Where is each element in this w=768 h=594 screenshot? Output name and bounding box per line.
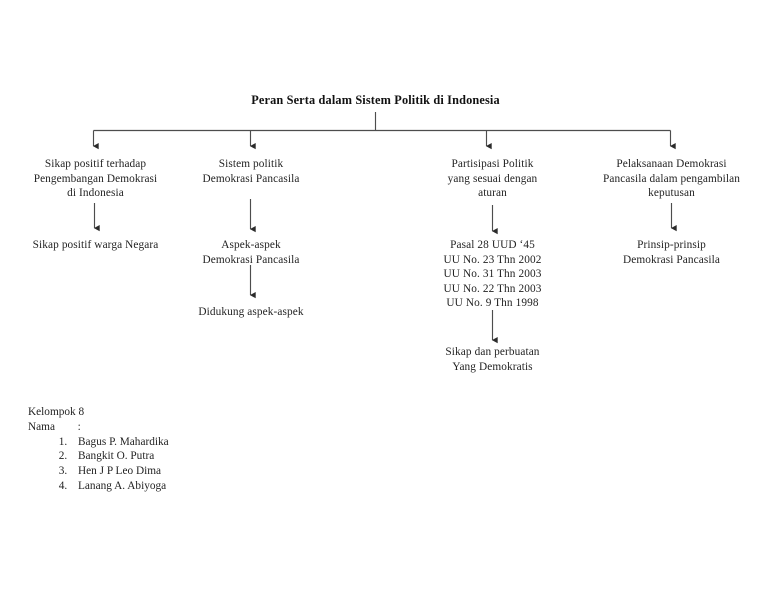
branch-3-node-3: Sikap dan perbuatan Yang Demokratis [445,346,540,373]
list-item: Bagus P. Mahardika [70,435,169,450]
branch-1-node-1: Sikap positif terhadap Pengembangan Demo… [33,158,158,200]
branch-2-node-1: Sistem politik Demokrasi Pancasila [202,158,300,185]
list-item: Lanang A. Abiyoga [70,479,169,494]
footer-name-list: Bagus P. Mahardika Bangkit O. Putra Hen … [28,435,169,494]
flowchart-root-title: Peran Serta dalam Sistem Politik di Indo… [251,93,500,107]
footer-credits: Kelompok 8 Nama : Bagus P. Mahardika Ban… [28,405,169,494]
list-item: Bangkit O. Putra [70,449,169,464]
branch-3-node-2: Pasal 28 UUD ‘45 UU No. 23 Thn 2002 UU N… [443,239,542,310]
list-item: Hen J P Leo Dima [70,464,169,479]
branch-1-node-2: Sikap positif warga Negara [32,239,159,251]
branch-4-node-1: Pelaksanaan Demokrasi Pancasila dalam pe… [603,158,740,200]
branch-4-node-2: Prinsip-prinsip Demokrasi Pancasila [623,239,720,266]
branch-3-node-1: Partisipasi Politik yang sesuai dengan a… [447,158,538,200]
branch-2-node-3: Didukung aspek-aspek [198,306,304,318]
footer-names-label: Nama : [28,420,81,433]
branch-2-node-2: Aspek-aspek Demokrasi Pancasila [202,239,300,266]
footer-group-label: Kelompok 8 [28,406,85,418]
